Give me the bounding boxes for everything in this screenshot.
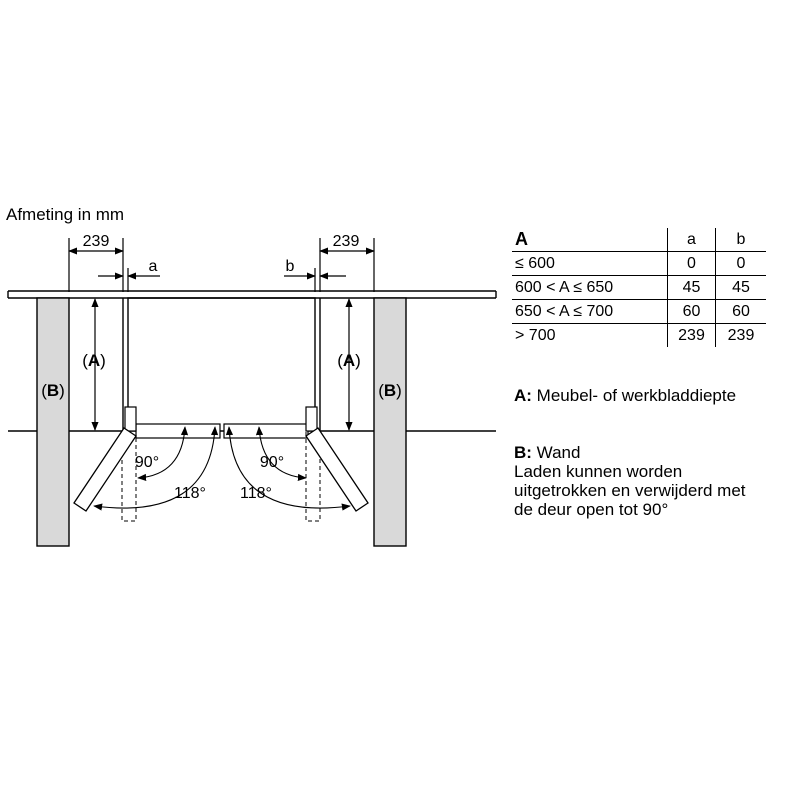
legend-a: A: Meubel- of werkbladdiepte: [514, 386, 736, 405]
legend-b-key: B:: [514, 443, 532, 462]
table-cell-range: 650 < A ≤ 700: [512, 299, 668, 324]
wall-label-right: (B): [378, 381, 402, 400]
countertop: [7, 290, 497, 299]
wall-letter-left: B: [47, 381, 59, 400]
door-left-118: [73, 427, 137, 512]
door-right-118: [305, 427, 369, 512]
dimension-239-left: [68, 238, 124, 292]
legend-b: B: Wand Laden kunnen worden uitgetrokken…: [514, 443, 746, 519]
table-cell-b: 60: [715, 299, 766, 324]
table-row: > 700 239 239: [512, 323, 766, 347]
wall-left: [36, 297, 70, 547]
angle-90-right: 90°: [260, 454, 284, 471]
dimension-a: [98, 268, 160, 292]
depth-letter-left: A: [88, 351, 100, 370]
door-right-closed: [223, 423, 309, 439]
wall-label-left: (B): [41, 381, 65, 400]
table-cell-range: ≤ 600: [512, 251, 668, 276]
gap-table-header-a: A: [515, 229, 528, 249]
dimension-b-label: b: [286, 258, 295, 275]
gap-table: A a b ≤ 600 0 0 600 < A ≤ 650 45 45 650 …: [512, 228, 766, 347]
hinge-left: [124, 406, 137, 432]
door-left-closed: [135, 423, 221, 439]
legend-b-title: B: Wand: [514, 443, 746, 462]
depth-letter-right: A: [343, 351, 355, 370]
dimension-239-left-label: 239: [83, 233, 110, 250]
hinge-right: [305, 406, 318, 432]
appliance-body: [127, 297, 316, 424]
legend-a-key: A:: [514, 386, 532, 405]
legend-a-text: Meubel- of werkbladdiepte: [531, 386, 737, 405]
dimension-a-label: a: [149, 258, 158, 275]
wall-right: [373, 297, 407, 547]
gap-table-header-gap-a: a: [667, 228, 716, 252]
table-row: 600 < A ≤ 650 45 45: [512, 275, 766, 300]
angle-90-left: 90°: [135, 454, 159, 471]
gap-table-header-gap-b: b: [715, 228, 766, 252]
table-cell-b: 239: [715, 323, 766, 347]
dimension-239-right: [319, 238, 375, 292]
arc-118-right: [225, 426, 351, 511]
table-cell-b: 45: [715, 275, 766, 300]
table-row: ≤ 600 0 0: [512, 251, 766, 276]
dimension-b: [284, 268, 346, 292]
table-cell-a: 239: [667, 323, 716, 347]
arc-118-left: [93, 426, 219, 511]
table-cell-range: > 700: [512, 323, 668, 347]
table-cell-b: 0: [715, 251, 766, 276]
table-cell-a: 60: [667, 299, 716, 324]
table-row: 650 < A ≤ 700 60 60: [512, 299, 766, 324]
angle-118-left: 118°: [174, 485, 206, 502]
angle-118-right: 118°: [240, 485, 272, 502]
dimension-239-right-label: 239: [333, 233, 360, 250]
table-cell-a: 45: [667, 275, 716, 300]
depth-label-right: (A): [337, 351, 361, 370]
wall-letter-right: B: [384, 381, 396, 400]
legend-b-note-2: uitgetrokken en verwijderd met: [514, 481, 746, 500]
legend-b-note-1: Laden kunnen worden: [514, 462, 683, 481]
table-cell-range: 600 < A ≤ 650: [512, 275, 668, 300]
legend-b-text: Wand: [531, 443, 581, 462]
legend-b-note-3: de deur open tot 90°: [514, 500, 669, 519]
gap-table-header: A a b: [512, 228, 766, 252]
table-cell-a: 0: [667, 251, 716, 276]
depth-label-left: (A): [82, 351, 106, 370]
diagram-title: Afmeting in mm: [6, 205, 124, 224]
